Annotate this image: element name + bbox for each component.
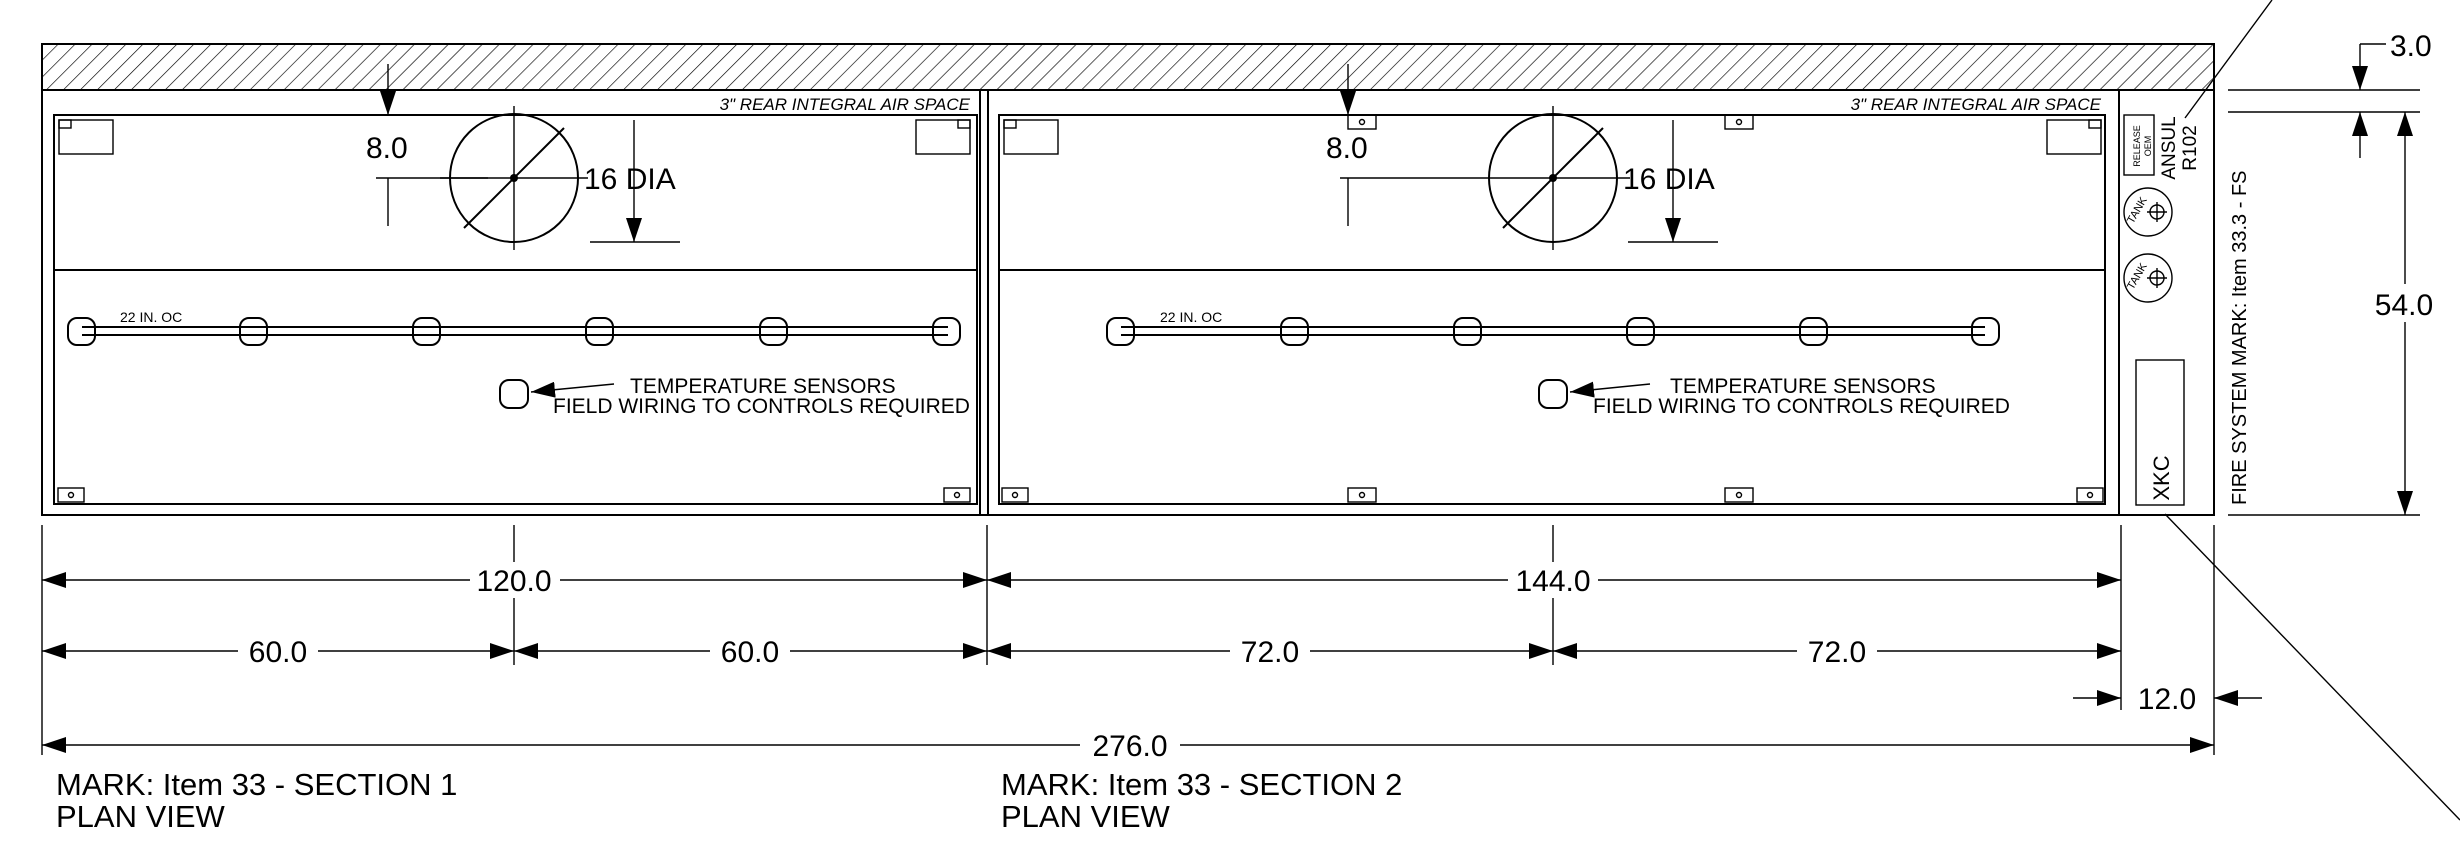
section-1-body: [53, 114, 978, 505]
section-2-sensors-label-2: FIELD WIRING TO CONTROLS REQUIRED: [1593, 395, 2010, 418]
section-2-overall-length: 144.0: [1515, 565, 1590, 598]
section-2-right-half: 72.0: [1808, 636, 1866, 669]
nozzle: [932, 317, 961, 346]
section-2-mark: MARK: Item 33 - SECTION 2: [1001, 767, 1402, 802]
section-1-temperature-sensor: [499, 379, 529, 409]
section-2-hole-dia: 16 DIA: [1623, 163, 1715, 196]
ansul-label: ANSUL: [2159, 116, 2180, 179]
section-1-mark: MARK: Item 33 - SECTION 1: [56, 767, 457, 802]
nozzle: [1453, 317, 1482, 346]
nozzle: [239, 317, 268, 346]
xkc-box: [2135, 359, 2185, 506]
section-2-temperature-sensor: [1538, 379, 1568, 409]
section-1: 3" REAR INTEGRAL AIR SPACE 8.0 16 DIA: [53, 64, 978, 505]
section-2-view: PLAN VIEW: [1001, 799, 1171, 834]
section-2-hole-offset: 8.0: [1326, 132, 1368, 165]
model-label: R102: [2180, 125, 2201, 170]
section-1-sensors-label-2: FIELD WIRING TO CONTROLS REQUIRED: [553, 395, 970, 418]
section-1-air-space-label: 3" REAR INTEGRAL AIR SPACE: [720, 95, 971, 114]
nozzle: [1106, 317, 1135, 346]
length-dimensions: 120.0 144.0 60.0 60.0 72.0 72.0 12.0 276…: [41, 525, 2262, 763]
section-2-left-half: 72.0: [1241, 636, 1299, 669]
fire-system-mark: FIRE SYSTEM MARK: Item 33.3 - FS: [2229, 170, 2251, 505]
hood-outline: [41, 89, 2215, 516]
section-2-air-space-label: 3" REAR INTEGRAL AIR SPACE: [1851, 95, 2102, 114]
section-1-right-half: 60.0: [721, 636, 779, 669]
overall-depth: 54.0: [2375, 289, 2433, 322]
wall-hatch: [41, 43, 2215, 91]
nozzle: [412, 317, 441, 346]
total-length: 276.0: [1092, 730, 1167, 763]
section-1-hole-dia: 16 DIA: [584, 163, 676, 196]
section-2-sensors-label-1: TEMPERATURE SENSORS: [1670, 375, 1936, 398]
nozzle: [585, 317, 614, 346]
depth-dimensions: 3.0 54.0: [2228, 30, 2440, 516]
release-label: RELEASE: [2132, 125, 2142, 167]
fire-cabinet-width: 12.0: [2138, 683, 2196, 716]
section-2: 3" REAR INTEGRAL AIR SPACE 8.0 16 DIA 22…: [998, 64, 2106, 505]
air-space-depth: 3.0: [2390, 30, 2432, 63]
release-box: [2123, 114, 2155, 176]
agent-tank: [2123, 187, 2173, 237]
section-1-sensors-label-1: TEMPERATURE SENSORS: [630, 375, 896, 398]
oem-label: OEM: [2143, 136, 2153, 157]
nozzle: [1626, 317, 1655, 346]
section-1-hole-offset: 8.0: [366, 132, 408, 165]
section-1-view: PLAN VIEW: [56, 799, 226, 834]
nozzle: [1799, 317, 1828, 346]
section-1-left-half: 60.0: [249, 636, 307, 669]
nozzle: [759, 317, 788, 346]
agent-tank: [2123, 253, 2173, 303]
nozzle: [1280, 317, 1309, 346]
xkc-label: XKC: [2149, 455, 2174, 500]
nozzle: [67, 317, 96, 346]
tank-label: TANK: [2125, 195, 2150, 226]
nozzle: [1971, 317, 2000, 346]
section-1-overall-length: 120.0: [476, 565, 551, 598]
section-2-spacing-label: 22 IN. OC: [1160, 309, 1222, 325]
section-1-spacing-label: 22 IN. OC: [120, 309, 182, 325]
fire-system-cabinet: RELEASE OEM ANSUL R102 TANK TANK XKC FIR…: [2118, 0, 2460, 821]
tank-label: TANK: [2125, 261, 2150, 292]
